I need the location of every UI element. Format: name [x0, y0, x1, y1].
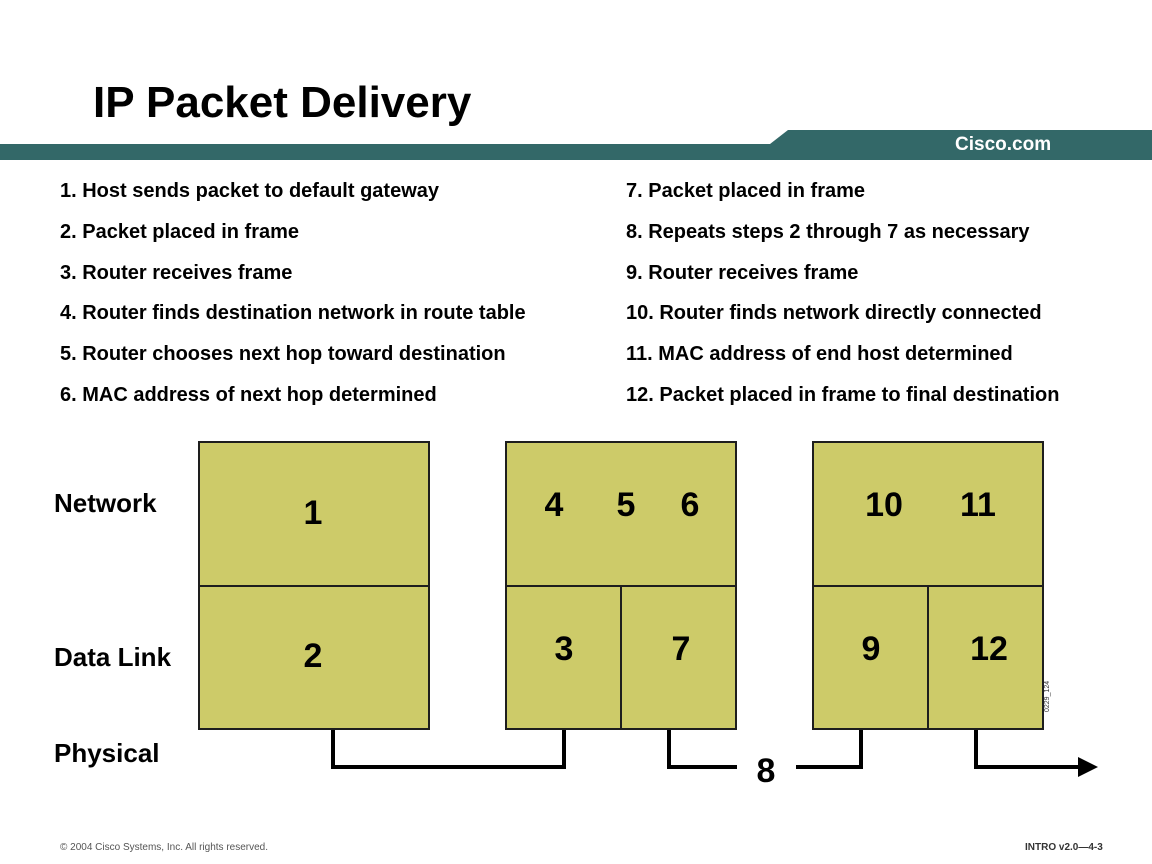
- router2-network-box: 10 11: [812, 441, 1044, 587]
- step-8: 8. Repeats steps 2 through 7 as necessar…: [626, 221, 1030, 243]
- step-6: 6. MAC address of next hop determined: [60, 384, 437, 406]
- router2-step-11: 11: [960, 486, 996, 524]
- banner-raised-band: [770, 130, 1152, 160]
- router2-step-9: 9: [861, 630, 881, 668]
- footer-course-id: INTRO v2.0—4-3: [1025, 842, 1103, 853]
- footer-copyright: © 2004 Cisco Systems, Inc. All rights re…: [60, 842, 269, 853]
- step-10: 10. Router finds network directly connec…: [626, 302, 1042, 324]
- step-12: 12. Packet placed in frame to final dest…: [626, 384, 1060, 406]
- router2-data-link-out-box: 12: [927, 585, 1044, 730]
- router2-step-10: 10: [865, 486, 903, 524]
- host-network-step: 1: [303, 494, 323, 532]
- step-4: 4. Router finds destination network in r…: [60, 302, 526, 324]
- step-9: 9. Router receives frame: [626, 262, 859, 284]
- link-step-8: 8: [756, 752, 776, 790]
- layer-label-physical: Physical: [54, 738, 160, 768]
- step-2: 2. Packet placed in frame: [60, 221, 300, 243]
- router1-step-5: 5: [616, 486, 636, 524]
- router2-step-12: 12: [970, 630, 1008, 668]
- router1-network-box: 4 5 6: [505, 441, 737, 587]
- step-1: 1. Host sends packet to default gateway: [60, 180, 439, 202]
- step-5: 5. Router chooses next hop toward destin…: [60, 343, 506, 365]
- figure-id: 0229_124: [1044, 680, 1051, 712]
- link-router1-out: [667, 730, 737, 769]
- layer-label-data-link: Data Link: [54, 642, 172, 672]
- header-banner: [0, 130, 1152, 160]
- step-11: 11. MAC address of end host determined: [626, 343, 1013, 365]
- step-7: 7. Packet placed in frame: [626, 180, 866, 202]
- router1-data-link-in-box: 3: [505, 585, 622, 730]
- host-data-link-box: 2: [198, 585, 430, 730]
- layer-label-network: Network: [54, 488, 157, 518]
- router1-step-7: 7: [671, 630, 691, 668]
- link-host-to-router1: [331, 730, 566, 769]
- link-router2-in: [796, 730, 863, 769]
- page-title: IP Packet Delivery: [93, 78, 472, 127]
- router1-data-link-out-box: 7: [620, 585, 737, 730]
- link-to-destination: [974, 730, 1082, 769]
- router1-step-3: 3: [554, 630, 574, 668]
- host-data-link-step: 2: [303, 637, 323, 675]
- step-3: 3. Router receives frame: [60, 262, 293, 284]
- arrow-head-icon: [1078, 757, 1098, 777]
- router1-step-4: 4: [544, 486, 564, 524]
- router1-step-6: 6: [680, 486, 700, 524]
- brand-logo-text: Cisco.com: [955, 134, 1052, 155]
